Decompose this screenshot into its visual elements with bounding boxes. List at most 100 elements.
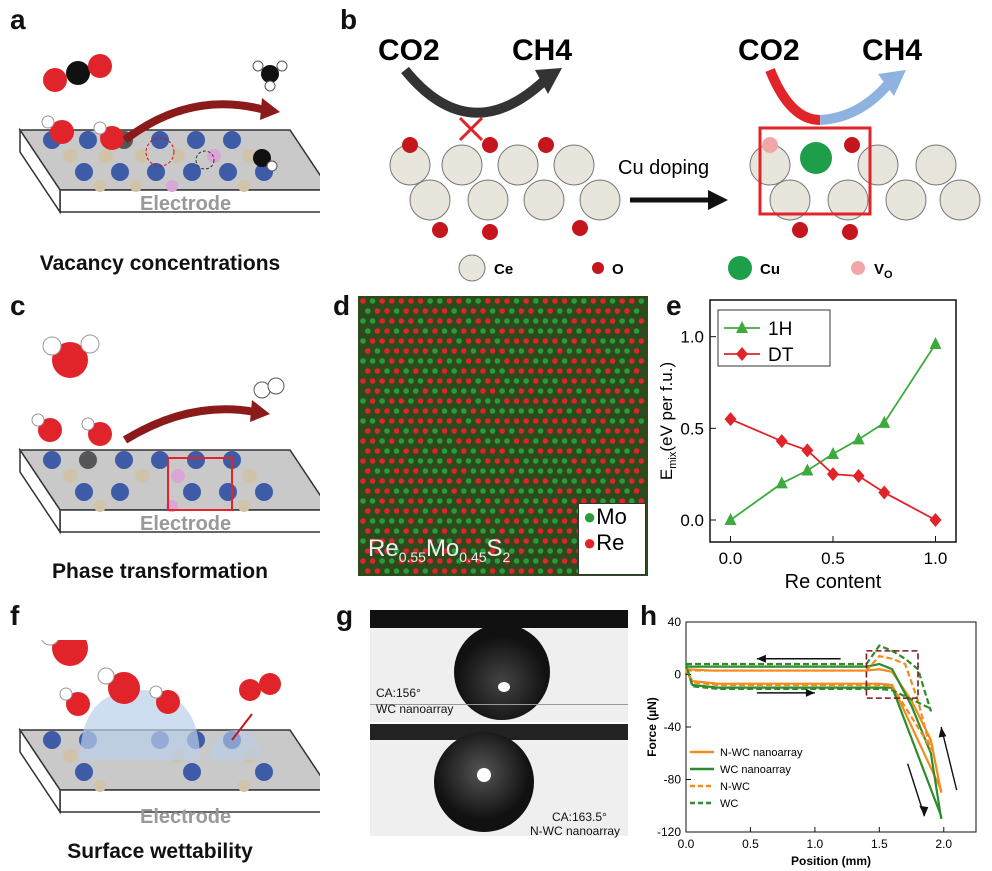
y-axis-label: Emix(eV per f.u.) — [657, 362, 679, 480]
point-DT-6 — [929, 513, 942, 527]
legend-o-swatch — [592, 262, 604, 274]
co2-molecule — [43, 54, 112, 92]
legend-label-1H: 1H — [768, 319, 792, 340]
panel-b-illustration: CO2 CH4 Cu doping CO2 CH4 Ce O Cu VO — [378, 34, 981, 282]
point-DT-3 — [827, 467, 839, 482]
legend-label-2: N-WC — [720, 781, 750, 793]
right-reactant-co2: CO2 — [738, 34, 800, 67]
series-line-N-WC-nanoarray — [685, 668, 943, 793]
panel-label-a: a — [10, 4, 26, 35]
right-product-ch4: CH4 — [862, 34, 922, 67]
ceo2-lattice-left — [389, 137, 621, 240]
o2-molecule — [239, 673, 281, 701]
legend-cu-label: Cu — [760, 261, 780, 278]
point-DT-1 — [775, 434, 788, 449]
left-product-ch4: CH4 — [512, 34, 572, 67]
legend-ce-label: Ce — [494, 261, 513, 278]
legend-vo-label: VO — [874, 261, 893, 281]
legend-re: ●Re — [583, 530, 625, 555]
electrode-label-c: Electrode — [140, 513, 232, 535]
right-reaction-arrow-red — [765, 68, 821, 125]
x-tick-label-2: 1.0 — [807, 837, 824, 851]
legend-vo-swatch — [851, 261, 865, 275]
x-tick-label-4: 2.0 — [935, 837, 952, 851]
ca-bottom-value: CA:163.5° — [552, 810, 607, 824]
legend-o-label: O — [612, 261, 624, 278]
point-1H-4 — [852, 432, 865, 445]
panel-a-illustration — [18, 54, 320, 215]
x-tick-label-1: 0.5 — [742, 837, 759, 851]
legend-label-3: WC — [720, 798, 738, 810]
legend-cu-swatch — [728, 256, 752, 280]
ceo2-lattice-right — [749, 137, 981, 240]
x-axis-label: Re content — [785, 571, 882, 592]
surface-atoms — [43, 451, 273, 512]
reaction-arrow — [122, 405, 256, 444]
gas-bubble-small — [210, 730, 260, 760]
legend-label-0: N-WC nanoarray — [720, 747, 803, 759]
point-1H-5 — [878, 415, 891, 428]
left-reaction-arrow — [401, 66, 549, 118]
electrode-label-a: Electrode — [140, 193, 232, 215]
y-axis-label: Force (µN) — [645, 697, 659, 757]
point-DT-4 — [852, 469, 865, 483]
point-1H-3 — [827, 447, 839, 459]
caption-c: Phase transformation — [52, 560, 268, 583]
y-tick-label-0: 0.0 — [680, 511, 704, 530]
y-tick-label-1: 0.5 — [680, 419, 704, 438]
x-tick-label-0: 0.0 — [678, 837, 695, 851]
point-1H-0 — [724, 513, 737, 525]
y-tick-label-2: -40 — [664, 720, 682, 734]
legend-ce-swatch — [458, 254, 486, 282]
legend-mo: ●Mo — [583, 504, 627, 529]
water-molecules — [31, 334, 112, 446]
droplet-top — [454, 624, 550, 720]
right-reaction-arrow-blue — [819, 78, 894, 125]
panel-label-d: d — [333, 290, 351, 321]
panel-label-f: f — [10, 600, 20, 631]
panel-c-illustration — [18, 334, 320, 535]
legend-label-1: WC nanoarray — [720, 764, 791, 776]
point-DT-2 — [801, 443, 814, 458]
phase-region-box — [167, 457, 233, 511]
point-DT-0 — [724, 412, 737, 427]
doping-site-box — [758, 126, 872, 216]
y-tick-label-3: -80 — [664, 773, 682, 787]
left-reactant-co2: CO2 — [378, 34, 440, 67]
x-tick-label-2: 1.0 — [924, 549, 948, 568]
release-arrow — [231, 713, 253, 741]
droplet-image-bottom — [370, 724, 628, 836]
series-line-WC — [684, 644, 932, 712]
y-tick-label-0: 40 — [668, 615, 682, 629]
alloy-formula: Re0.55Mo0.45S2 — [368, 535, 511, 565]
ca-bottom-sample: N-WC nanoarray — [530, 824, 621, 838]
arrow-up — [940, 726, 958, 791]
panel-label-c: c — [10, 290, 26, 321]
x-tick-label-3: 1.5 — [871, 837, 888, 851]
product-on-surface — [253, 149, 278, 172]
water-molecules — [41, 115, 124, 150]
lattice-legend: ●Mo ●Re — [578, 503, 646, 575]
x-axis-label: Position (mm) — [791, 854, 871, 868]
caption-a: Vacancy concentrations — [39, 252, 281, 275]
y-tick-label-1: 0 — [674, 668, 681, 682]
ca-top-sample: WC nanoarray — [376, 702, 454, 716]
cu-doping-label: Cu doping — [618, 157, 709, 179]
electrode-side-face — [19, 127, 61, 215]
point-1H-6 — [929, 337, 942, 349]
droplet-bottom — [434, 732, 534, 832]
panel-label-e: e — [666, 290, 682, 321]
point-1H-1 — [775, 476, 788, 489]
y-tick-label-4: -120 — [657, 825, 681, 839]
panel-f-illustration — [18, 640, 320, 815]
water-molecules — [41, 640, 180, 716]
point-DT-5 — [878, 485, 891, 500]
gas-bubble — [80, 690, 200, 760]
y-tick-label-2: 1.0 — [680, 328, 704, 347]
droplet-image-top — [370, 610, 628, 722]
x-tick-label-1: 0.5 — [821, 549, 845, 568]
